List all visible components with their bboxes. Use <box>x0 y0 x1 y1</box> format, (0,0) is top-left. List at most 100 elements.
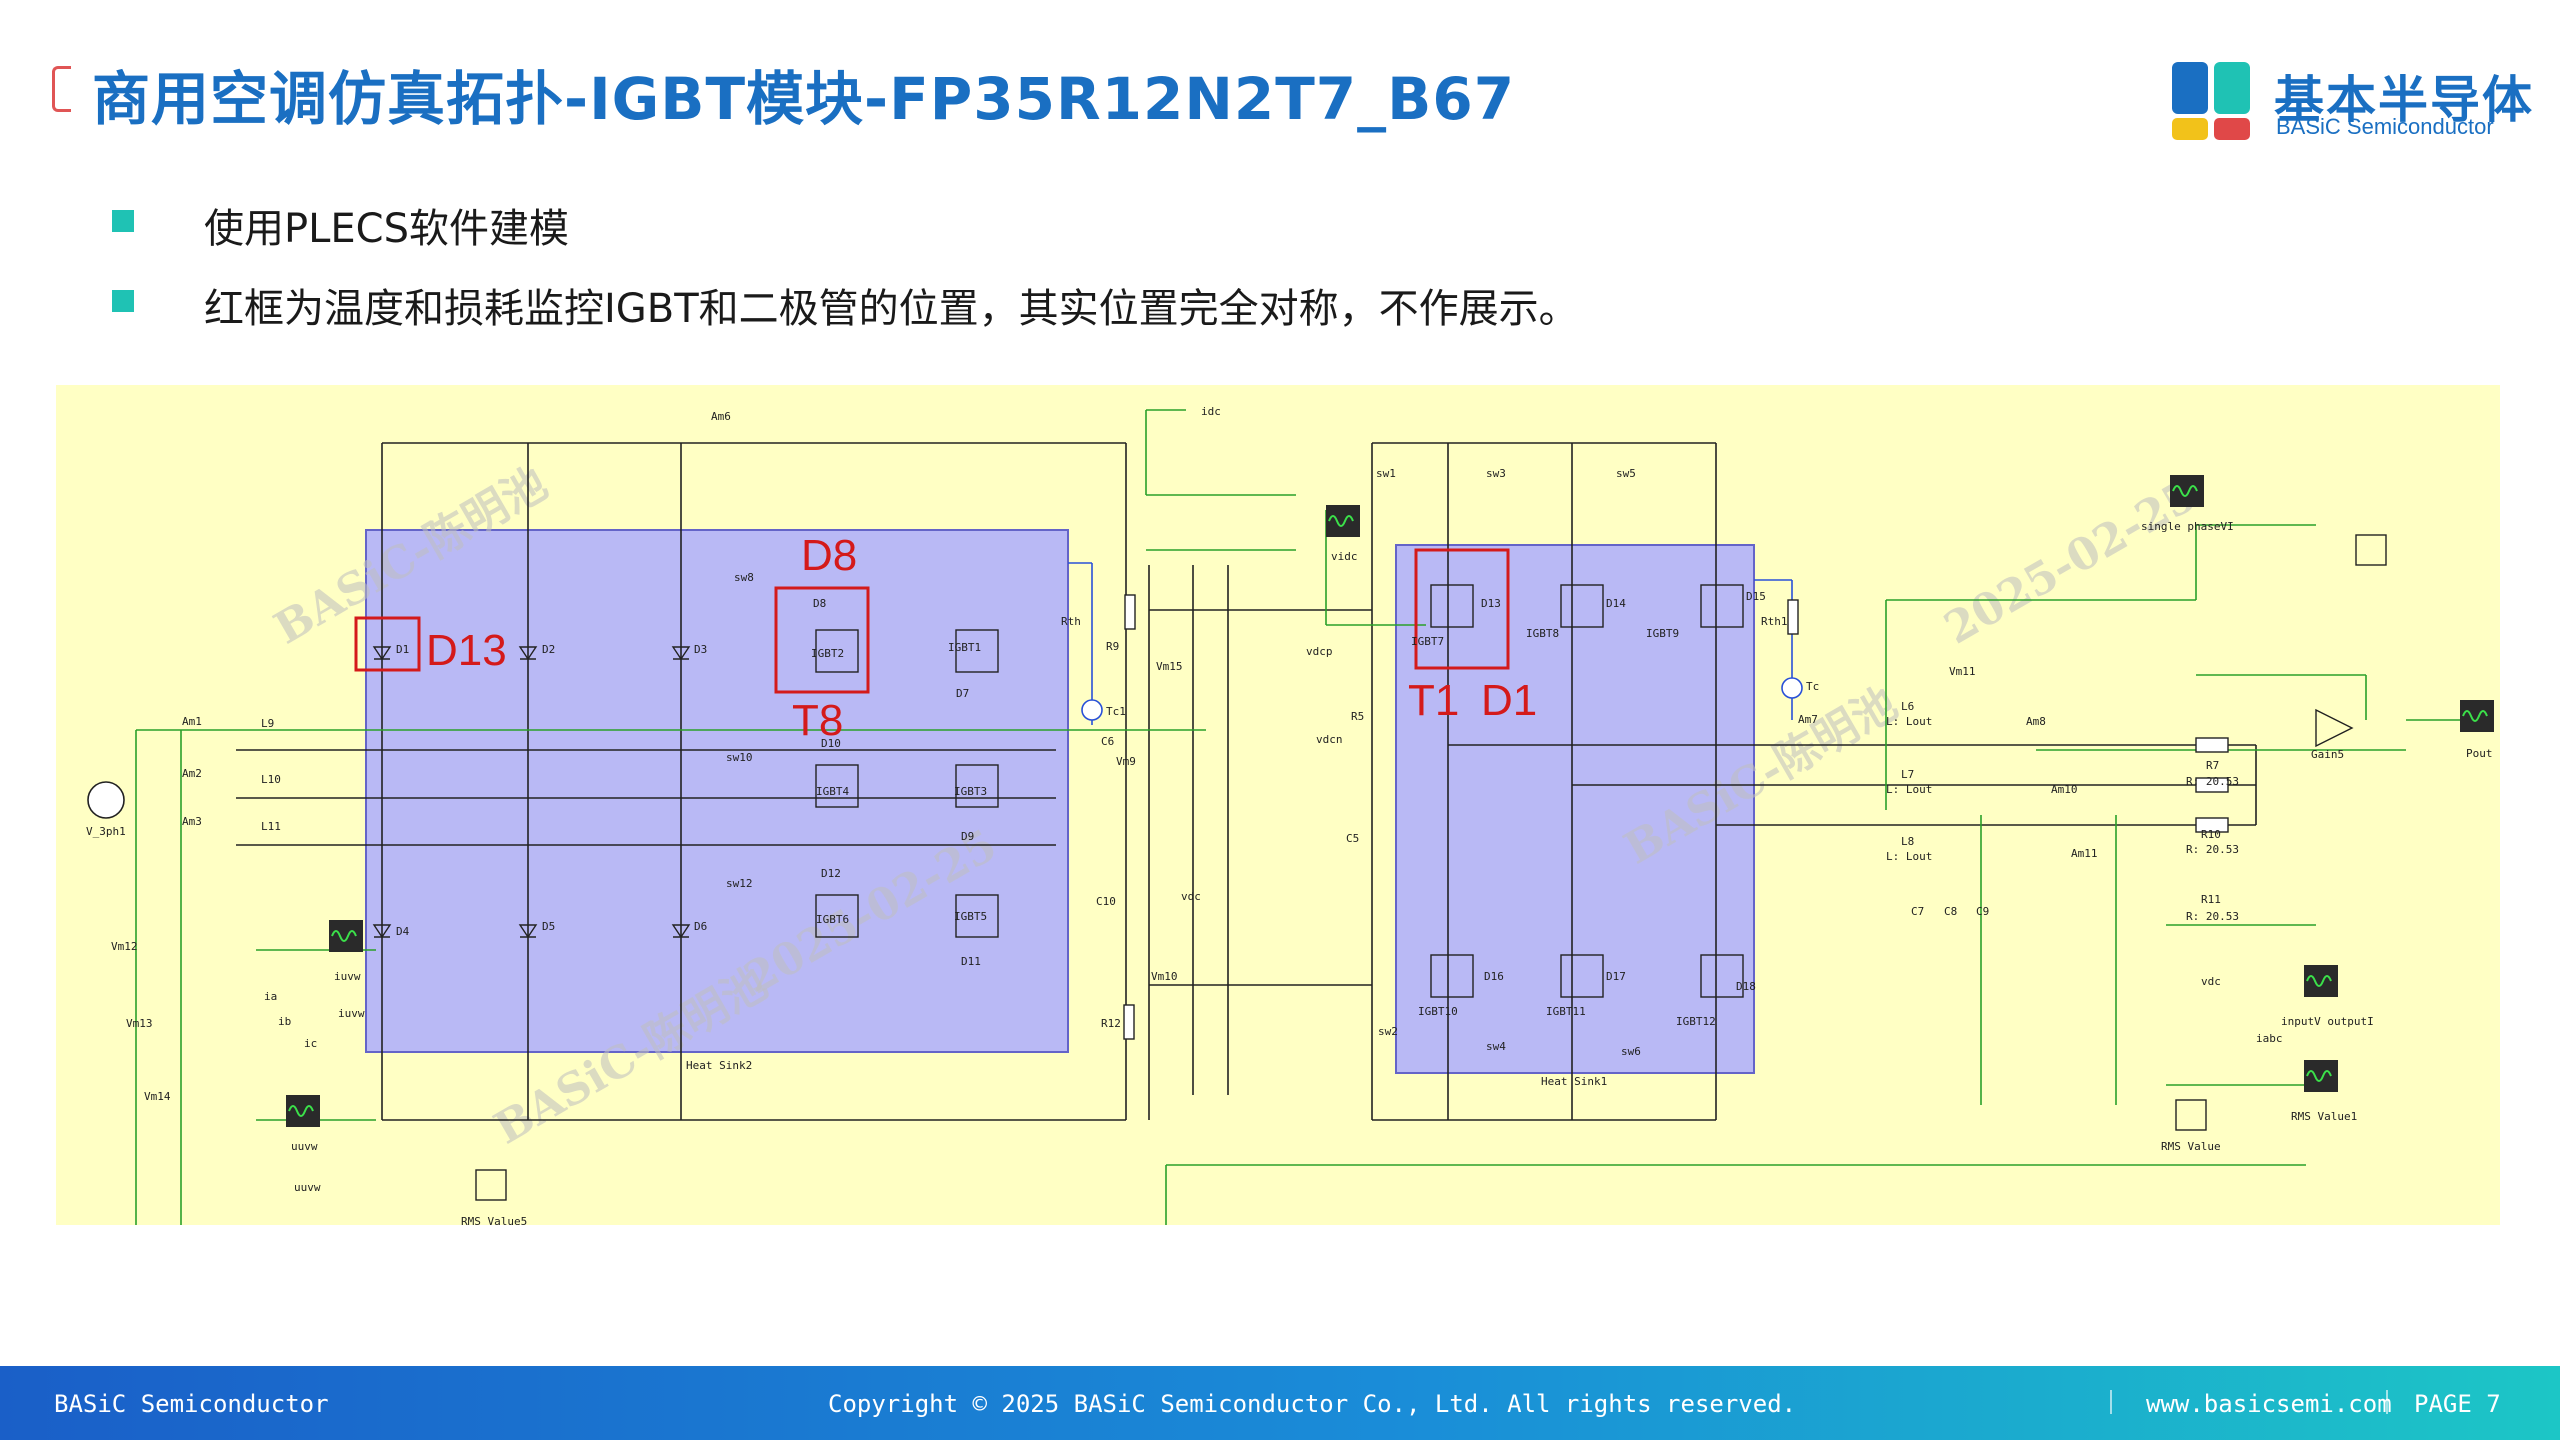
label-iuvw: iuvw <box>334 970 361 983</box>
label-heatsink2: Heat Sink2 <box>686 1059 752 1072</box>
label-single-phase: single phaseVI <box>2141 520 2234 533</box>
label-rms-value5: RMS Value5 <box>461 1215 527 1225</box>
label-r10: R10 <box>2201 828 2221 841</box>
label-vm13: Vm13 <box>126 1017 153 1030</box>
label-c8: C8 <box>1944 905 1957 918</box>
label-l8: L8 <box>1901 835 1914 848</box>
label-d9: D9 <box>961 830 974 843</box>
label-idc: idc <box>1201 405 1221 418</box>
label-am10: Am10 <box>2051 783 2078 796</box>
label-vidc: vidc <box>1331 550 1358 563</box>
label-rms-value: RMS Value <box>2161 1140 2221 1153</box>
label-sw6: sw6 <box>1621 1045 1641 1058</box>
footer-copyright: Copyright © 2025 BASiC Semiconductor Co.… <box>828 1390 1797 1418</box>
label-sw12: sw12 <box>726 877 753 890</box>
highlight-label: T8 <box>792 696 843 745</box>
heatsink1-region <box>1395 544 1755 1074</box>
label-iuvw: iuvw <box>338 1007 365 1020</box>
label-r7: R7 <box>2206 759 2219 772</box>
switch-glyphs <box>372 534 2387 1201</box>
label-pout: Pout <box>2466 747 2493 760</box>
label-d4: D4 <box>396 925 410 938</box>
label-igbt2: IGBT2 <box>811 647 844 660</box>
label-igbt9: IGBT9 <box>1646 627 1679 640</box>
label-vdcn: vdcn <box>1316 733 1343 746</box>
label-d12: D12 <box>821 867 841 880</box>
label-d11: D11 <box>961 955 981 968</box>
label-input-output: inputV outputI <box>2281 1015 2374 1028</box>
label-d18: D18 <box>1736 980 1756 993</box>
footer-divider <box>2110 1390 2112 1414</box>
label-igbt12: IGBT12 <box>1676 1015 1716 1028</box>
label-igbt7: IGBT7 <box>1411 635 1444 648</box>
footer-company: BASiC Semiconductor <box>54 1390 329 1418</box>
label-tc: Tc <box>1806 680 1819 693</box>
heatsink2-region <box>365 529 1069 1053</box>
label-am11: Am11 <box>2071 847 2098 860</box>
label-lout: L: Lout <box>1886 783 1932 796</box>
footer-divider <box>2386 1390 2388 1414</box>
label-d5: D5 <box>542 920 555 933</box>
label-igbt1: IGBT1 <box>948 641 981 654</box>
label-lout: L: Lout <box>1886 850 1932 863</box>
label-c6: C6 <box>1101 735 1114 748</box>
label-l6: L6 <box>1901 700 1914 713</box>
label-r5: R5 <box>1351 710 1364 723</box>
label-sw5: sw5 <box>1616 467 1636 480</box>
logo-text-cn: 基本半导体 <box>2274 71 2534 129</box>
label-sw10: sw10 <box>726 751 753 764</box>
label-am7: Am7 <box>1798 713 1818 726</box>
scope-icons <box>286 475 2494 1127</box>
label-d13: D13 <box>1481 597 1501 610</box>
label-rval: R: 20.53 <box>2186 910 2239 923</box>
label-am8: Am8 <box>2026 715 2046 728</box>
label-r12: R12 <box>1101 1017 1121 1030</box>
label-vm10: Vm10 <box>1151 970 1178 983</box>
label-igbt5: IGBT5 <box>954 910 987 923</box>
label-igbt6: IGBT6 <box>816 913 849 926</box>
label-am2: Am2 <box>182 767 202 780</box>
label-d3: D3 <box>694 643 707 656</box>
label-igbt4: IGBT4 <box>816 785 849 798</box>
label-igbt10: IGBT10 <box>1418 1005 1458 1018</box>
footer-url-link[interactable]: www.basicsemi.com <box>2146 1390 2392 1418</box>
watermark-text: 2025-02-25 <box>1936 470 2205 655</box>
label-d17: D17 <box>1606 970 1626 983</box>
label-igbt8: IGBT8 <box>1526 627 1559 640</box>
highlight-label: T1 <box>1408 676 1459 725</box>
label-rval: R: 20.53 <box>2186 843 2239 856</box>
label-l7: L7 <box>1901 768 1914 781</box>
logo-text-en: BASiC Semiconductor <box>2276 114 2494 139</box>
passive-components <box>1123 594 2229 1040</box>
label-d8: D8 <box>813 597 826 610</box>
highlight-label: D13 <box>426 626 507 675</box>
label-v3ph: V_3ph1 <box>86 825 126 838</box>
label-sw3: sw3 <box>1486 467 1506 480</box>
bullet-text: 使用PLECS软件建模 <box>204 206 569 252</box>
highlight-boxes <box>354 548 1510 694</box>
bullet-text: 红框为温度和损耗监控IGBT和二极管的位置，其实位置完全对称，不作展示。 <box>204 286 1579 332</box>
label-l9: L9 <box>261 717 274 730</box>
label-gain: Gain5 <box>2311 748 2344 761</box>
label-vdc: vdc <box>1181 890 1201 903</box>
label-d2: D2 <box>542 643 555 656</box>
plecs-schematic: BASiC-陈明池 2025-02-25 BASiC-陈明池 2025-02-2… <box>56 385 2500 1225</box>
label-vm12: Vm12 <box>111 940 138 953</box>
label-r11: R11 <box>2201 893 2221 906</box>
label-ia: ia <box>264 990 277 1003</box>
ac-source-icon <box>87 781 125 819</box>
page-title: 商用空调仿真拓扑-IGBT模块-FP35R12N2T7_B67 <box>92 65 1516 133</box>
label-d16: D16 <box>1484 970 1504 983</box>
highlight-label: D1 <box>1481 676 1537 725</box>
highlight-label: D8 <box>801 531 857 580</box>
label-iabc: iabc <box>2256 1032 2283 1045</box>
label-vm9: Vm9 <box>1116 755 1136 768</box>
label-ic: ic <box>304 1037 317 1050</box>
schematic-canvas: BASiC-陈明池 2025-02-25 BASiC-陈明池 2025-02-2… <box>86 405 2494 1225</box>
label-c5: C5 <box>1346 832 1359 845</box>
label-igbt3: IGBT3 <box>954 785 987 798</box>
label-am3: Am3 <box>182 815 202 828</box>
bullet-square-icon <box>112 290 134 312</box>
label-ib: ib <box>278 1015 291 1028</box>
label-d6: D6 <box>694 920 707 933</box>
